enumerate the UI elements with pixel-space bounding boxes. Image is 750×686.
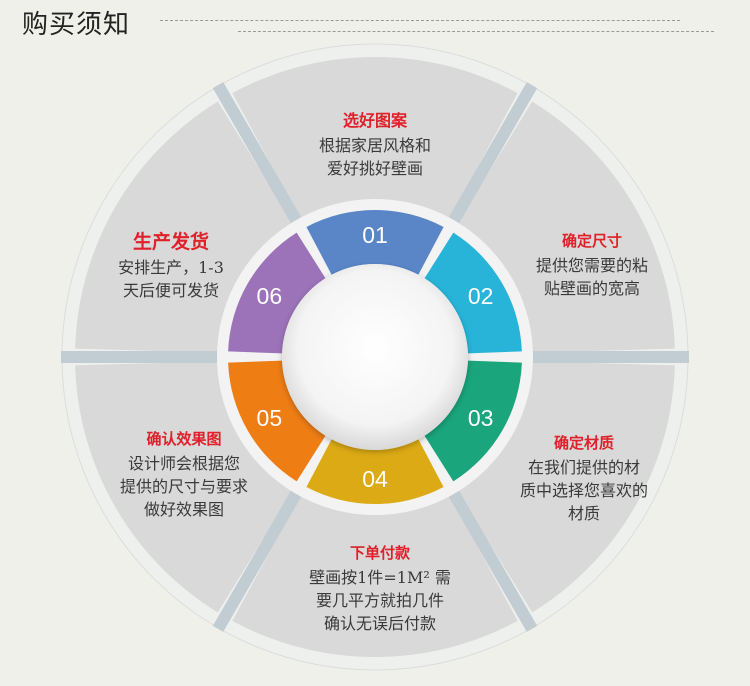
- step-title: 确定尺寸: [562, 232, 622, 250]
- segment-01: [232, 57, 518, 223]
- step-description-line: 要几平方就拍几件: [316, 591, 444, 610]
- step-description-line: 爱好挑好壁画: [327, 159, 423, 178]
- step-numbers: 01 02 03 04 05 06: [257, 222, 494, 492]
- spoke-divider: [441, 82, 538, 237]
- step-description-line: 根据家居风格和: [319, 136, 431, 155]
- step-title: 选好图案: [343, 111, 408, 130]
- step-labels: 选好图案根据家居风格和爱好挑好壁画确定尺寸提供您需要的粘贴壁画的宽高确定材质在我…: [118, 111, 648, 633]
- segment-02: [455, 101, 675, 353]
- step-description-line: 设计师会根据您: [128, 454, 240, 473]
- numbered-ring: [228, 210, 522, 504]
- step-description-line: 确认无误后付款: [324, 614, 436, 633]
- title-divider-bottom: [238, 31, 714, 32]
- page-title: 购买须知: [22, 10, 131, 40]
- step-title: 确认效果图: [146, 430, 221, 448]
- ring-segment-05: [228, 360, 326, 482]
- step-description-line: 提供的尺寸与要求: [120, 477, 248, 496]
- step-description-line: 壁画按1件=1M² 需: [309, 568, 451, 587]
- step-description-line: 在我们提供的材: [528, 458, 640, 477]
- ring-segment-06: [228, 232, 326, 354]
- step-description-line: 贴壁画的宽高: [544, 279, 640, 298]
- segment-03: [455, 361, 675, 613]
- step-description-line: 安排生产，1-3: [118, 258, 224, 277]
- step-description-line: 做好效果图: [144, 500, 224, 519]
- segment-05: [75, 361, 295, 613]
- step-description-line: 提供您需要的粘: [536, 256, 648, 275]
- step-description-line: 天后便可发货: [123, 281, 219, 300]
- spoke-divider: [441, 477, 538, 632]
- center-hub: [282, 264, 468, 450]
- step-title: 确定材质: [554, 434, 614, 452]
- wheel-segments: [75, 57, 675, 657]
- step-title: 生产发货: [133, 230, 209, 253]
- step-title: 下单付款: [350, 544, 411, 562]
- ring-segment-04: [306, 439, 444, 504]
- step-description-line: 质中选择您喜欢的: [520, 481, 648, 500]
- spoke-divider: [212, 82, 309, 237]
- step-number-01: 01: [362, 222, 388, 248]
- spoke-divider: [212, 477, 309, 632]
- step-number-06: 06: [257, 283, 283, 309]
- step-number-04: 04: [362, 466, 388, 492]
- title-divider-top: [160, 20, 680, 21]
- segment-04: [232, 491, 518, 657]
- ring-segment-02: [424, 232, 522, 354]
- ring-segment-01: [306, 210, 444, 275]
- step-description-line: 材质: [568, 504, 600, 523]
- step-number-02: 02: [468, 283, 494, 309]
- wheel-spokes: [61, 82, 689, 632]
- step-number-03: 03: [468, 405, 494, 431]
- segment-06: [75, 101, 295, 353]
- ring-segment-03: [424, 360, 522, 482]
- step-number-05: 05: [257, 405, 283, 431]
